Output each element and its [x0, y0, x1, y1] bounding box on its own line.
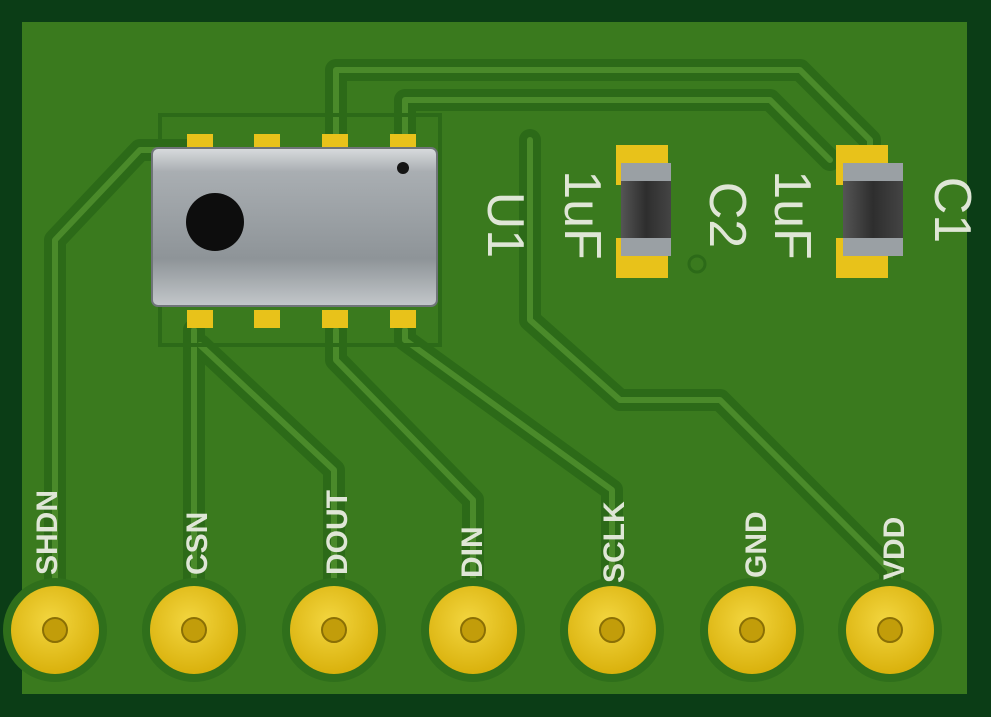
- pin-hole-icon: [599, 617, 625, 643]
- pin-vdd[interactable]: VDD: [838, 517, 942, 682]
- pin-hole-icon: [877, 617, 903, 643]
- pin-label: SCLK: [598, 501, 631, 583]
- u1-port-hole-icon: [186, 193, 244, 251]
- c1-cap-bottom: [843, 238, 903, 256]
- c2-body: [621, 163, 671, 255]
- c2-cap-top: [621, 163, 671, 181]
- pin-hole-icon: [42, 617, 68, 643]
- pin-label: SHDN: [31, 490, 64, 575]
- u1-pad-bot-2: [254, 310, 280, 328]
- c2-via-icon: [687, 254, 707, 274]
- pin-hole-icon: [739, 617, 765, 643]
- c1-body: [843, 163, 903, 255]
- c2-cap-bottom: [621, 238, 671, 256]
- pin-dout[interactable]: DOUT: [282, 490, 386, 682]
- c2-designator: C2: [698, 182, 756, 248]
- pin-shdn[interactable]: SHDN: [3, 490, 107, 682]
- pin-hole-icon: [181, 617, 207, 643]
- pin-header: SHDN CSN DOUT DIN SCLK: [3, 490, 942, 682]
- pin-label: DIN: [456, 526, 489, 578]
- u1-body: [151, 147, 438, 307]
- capacitor-c1: 1uF C1: [763, 145, 981, 278]
- c1-cap-top: [843, 163, 903, 181]
- chip-u1: U1: [151, 113, 534, 347]
- pin-label: CSN: [181, 512, 214, 575]
- pin-csn[interactable]: CSN: [142, 512, 246, 682]
- pin-hole-icon: [321, 617, 347, 643]
- pin-label: GND: [740, 511, 773, 578]
- pin-hole-icon: [460, 617, 486, 643]
- c1-designator: C1: [923, 177, 981, 243]
- u1-pad-bot-4: [390, 310, 416, 328]
- pin-gnd[interactable]: GND: [700, 511, 804, 682]
- pin-label: DOUT: [321, 490, 354, 575]
- pin-sclk[interactable]: SCLK: [560, 501, 664, 682]
- u1-pad-bot-1: [187, 310, 213, 328]
- u1-designator: U1: [476, 192, 534, 258]
- pin-din[interactable]: DIN: [421, 526, 525, 682]
- c1-value: 1uF: [763, 170, 821, 260]
- c2-value: 1uF: [553, 170, 611, 260]
- u1-pad-bot-3: [322, 310, 348, 328]
- capacitor-c2: 1uF C2: [553, 145, 756, 278]
- pin-label: VDD: [878, 517, 911, 580]
- u1-pin1-dot-icon: [397, 162, 409, 174]
